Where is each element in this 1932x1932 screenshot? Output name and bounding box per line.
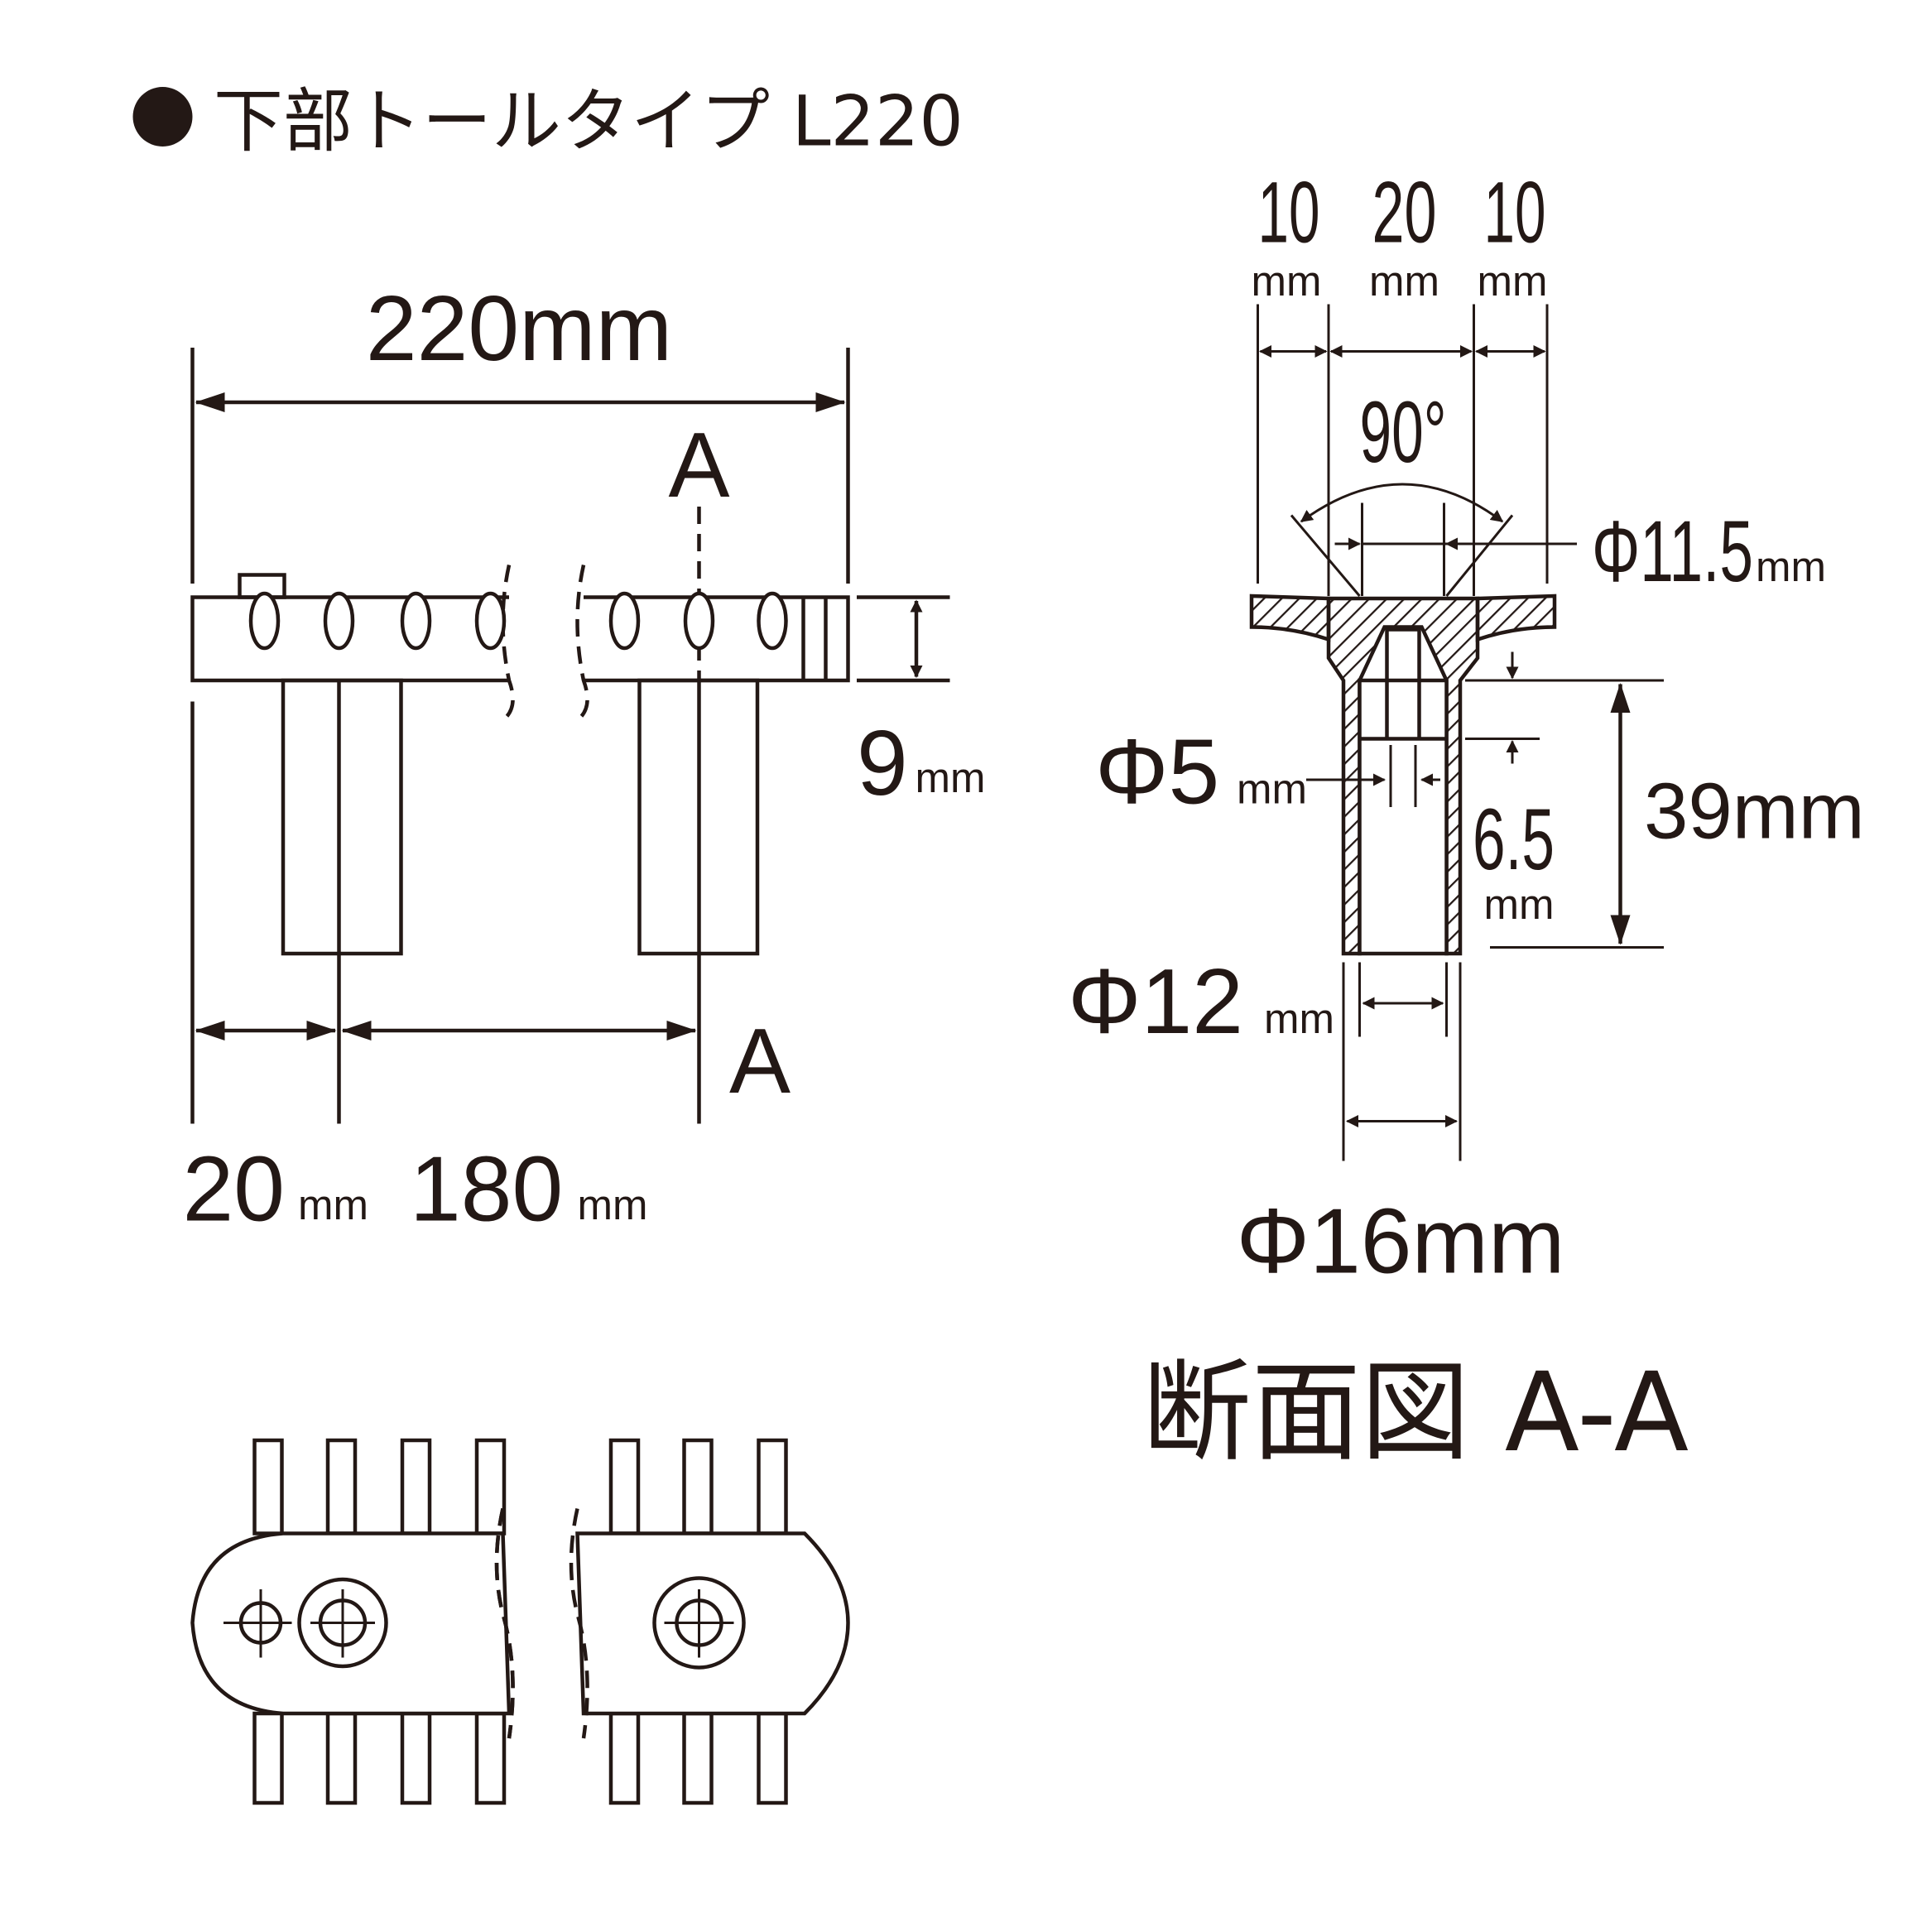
top-dim-3-value: 10 bbox=[1484, 165, 1546, 262]
pins bbox=[248, 591, 788, 651]
head-diameter: Φ11.5 bbox=[1592, 503, 1753, 600]
inner-diameter-unit: mm bbox=[1264, 995, 1334, 1042]
head-diameter-unit: mm bbox=[1756, 543, 1826, 590]
height-unit: mm bbox=[916, 754, 986, 801]
hole-diameter-unit: mm bbox=[1237, 766, 1307, 813]
top-dim-2-value: 20 bbox=[1372, 165, 1437, 262]
overall-width-label: 220mm bbox=[366, 277, 672, 380]
pitch-unit: mm bbox=[578, 1181, 648, 1228]
offset-unit: mm bbox=[298, 1181, 368, 1228]
length-label: 39mm bbox=[1644, 767, 1865, 856]
bottom-view bbox=[190, 1438, 850, 1805]
angle-label: 90° bbox=[1360, 384, 1447, 481]
top-dim-3-unit: mm bbox=[1478, 257, 1548, 305]
offset-value: 20 bbox=[183, 1138, 285, 1241]
front-view: 220mm A A 9 mm 20 mm 180 mm bbox=[183, 277, 986, 1241]
section-view: 10 mm 20 mm 10 mm 90° Φ11.5 mm Φ5 mm 6.5… bbox=[1068, 165, 1865, 1477]
top-dim-1-value: 10 bbox=[1258, 165, 1320, 262]
pitch-value: 180 bbox=[410, 1138, 563, 1241]
section-marker-top: A bbox=[668, 414, 729, 517]
counterbore-depth: 6.5 bbox=[1473, 791, 1555, 888]
top-dim-1-unit: mm bbox=[1252, 257, 1322, 305]
height-value: 9 bbox=[857, 712, 908, 815]
section-caption: 断面図 A-A bbox=[1142, 1349, 1689, 1477]
title: 下部トールタイプ L220 bbox=[214, 81, 964, 162]
inner-diameter: Φ12 bbox=[1068, 950, 1243, 1053]
top-dim-2-unit: mm bbox=[1369, 257, 1439, 305]
section-marker-bottom: A bbox=[729, 1010, 791, 1113]
bullet-icon bbox=[132, 87, 193, 147]
outer-diameter: Φ16mm bbox=[1237, 1190, 1565, 1293]
counterbore-depth-unit: mm bbox=[1484, 881, 1555, 928]
teeth-top bbox=[252, 1438, 788, 1536]
teeth-bottom bbox=[252, 1711, 788, 1805]
hole-diameter: Φ5 bbox=[1095, 721, 1219, 824]
